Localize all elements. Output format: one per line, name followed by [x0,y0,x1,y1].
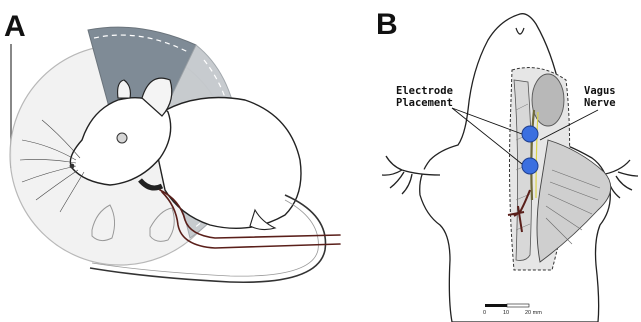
panel-b-letter: B [376,8,398,41]
salivary-gland [532,74,564,126]
panel-b: B [376,8,638,322]
panel-a-letter: A [4,10,26,43]
electrode-label-line1: Electrode [396,85,453,97]
scale-tick-20: 20 mm [525,310,542,316]
electrode-lower [522,158,538,174]
vagus-label-line1: Vagus [584,85,616,97]
electrode-label-line2: Placement [396,97,453,109]
scale-tick-10: 10 [503,310,509,316]
electrode-upper [522,126,538,142]
vagus-label-line2: Nerve [584,97,616,109]
scale-tick-0: 0 [483,310,486,316]
panel-a: A [4,10,340,282]
